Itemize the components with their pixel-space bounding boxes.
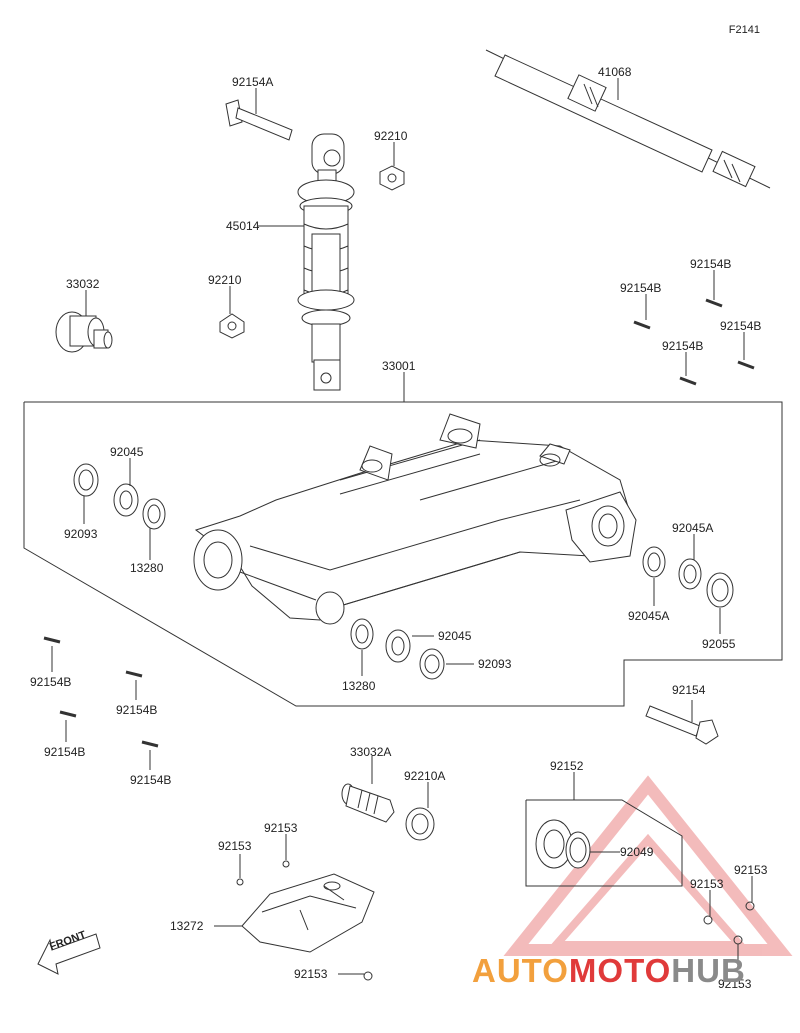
part-label: 41068 bbox=[598, 65, 632, 79]
bottom-bearings bbox=[350, 618, 445, 680]
watermark-moto: MOTO bbox=[568, 952, 672, 989]
part-label: 92055 bbox=[702, 637, 736, 651]
bolt-92154A bbox=[225, 99, 293, 141]
part-label: 92045A bbox=[628, 609, 670, 623]
part-label: 92154B bbox=[116, 703, 158, 717]
part-label: 92152 bbox=[550, 759, 584, 773]
small-bolts-92153 bbox=[236, 860, 755, 981]
part-label: 92093 bbox=[478, 657, 512, 671]
part-label: 13272 bbox=[170, 919, 204, 933]
part-label: 92154 bbox=[672, 683, 706, 697]
left-bearings bbox=[73, 463, 166, 530]
part-label: 92153 bbox=[718, 977, 752, 991]
right-bearings bbox=[642, 546, 734, 608]
part-label: 92154A bbox=[232, 75, 274, 89]
part-label: 92210 bbox=[374, 129, 408, 143]
shock-absorber bbox=[297, 133, 355, 391]
part-label: 33001 bbox=[382, 359, 416, 373]
watermark-hub: HUB bbox=[671, 952, 746, 989]
small-bolts-left bbox=[43, 636, 159, 748]
part-label: 92153 bbox=[218, 839, 252, 853]
part-label: 92153 bbox=[264, 821, 298, 835]
part-label: 33032 bbox=[66, 277, 100, 291]
watermark-logo: AUTOMOTOHUB bbox=[472, 952, 746, 990]
box-92152 bbox=[525, 799, 683, 887]
swingarm bbox=[193, 413, 637, 625]
part-label: 92049 bbox=[620, 845, 654, 859]
skid-guard bbox=[241, 873, 375, 953]
nut-92210-top bbox=[379, 165, 405, 191]
part-label: 92154B bbox=[44, 745, 86, 759]
part-label: 33032A bbox=[350, 745, 392, 759]
part-label: 92154B bbox=[130, 773, 172, 787]
part-label: 92154B bbox=[720, 319, 762, 333]
bolt-92154 bbox=[645, 705, 719, 745]
nut-92210-mid bbox=[219, 313, 245, 339]
part-label: 92154B bbox=[30, 675, 72, 689]
clamp-92210A bbox=[405, 807, 435, 841]
part-label: 92153 bbox=[734, 863, 768, 877]
part-label: 92045A bbox=[672, 521, 714, 535]
boot-33032A bbox=[341, 783, 395, 823]
part-label: 92154B bbox=[620, 281, 662, 295]
part-label: 45014 bbox=[226, 219, 260, 233]
part-label: 92154B bbox=[690, 257, 732, 271]
group-outline bbox=[23, 401, 783, 707]
part-label: 13280 bbox=[130, 561, 164, 575]
part-label: 92093 bbox=[64, 527, 98, 541]
part-label: 92045 bbox=[438, 629, 472, 643]
drive-shaft bbox=[485, 49, 771, 189]
bushing-33032 bbox=[55, 311, 113, 353]
small-bolts-upper bbox=[633, 298, 755, 386]
diagram-code: F2141 bbox=[728, 24, 760, 36]
part-label: 92210A bbox=[404, 769, 446, 783]
part-label: 92154B bbox=[662, 339, 704, 353]
part-label: 92045 bbox=[110, 445, 144, 459]
part-label: 92153 bbox=[294, 967, 328, 981]
watermark-auto: AUTO bbox=[472, 952, 569, 989]
front-arrow-icon bbox=[37, 933, 101, 975]
part-label: 92153 bbox=[690, 877, 724, 891]
part-label: 92210 bbox=[208, 273, 242, 287]
part-label: 13280 bbox=[342, 679, 376, 693]
